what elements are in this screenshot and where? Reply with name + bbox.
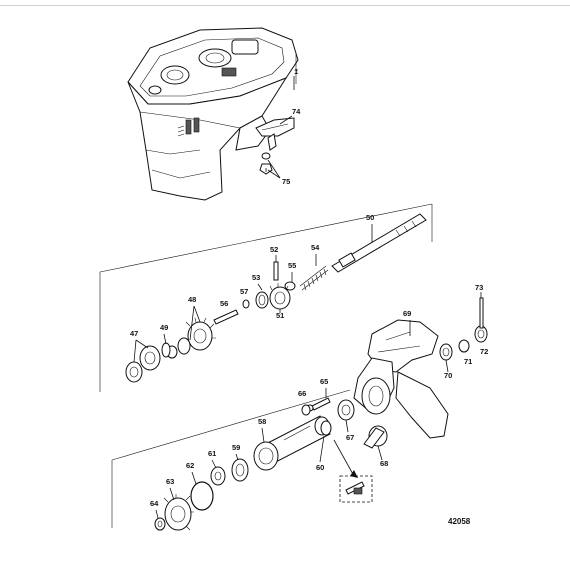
carrier-o-ring [190,481,214,511]
propeller [353,319,449,439]
reverse-bearing [210,466,226,486]
label-55: 55 [288,261,296,270]
label-61: 61 [208,449,216,458]
gear-housing [127,27,299,201]
cam-follower [213,309,239,325]
label-68: 68 [380,459,388,468]
label-65: 65 [320,377,328,386]
label-48: 48 [188,295,196,304]
prop-spacer [439,343,453,361]
label-49: 49 [160,323,168,332]
forward-gear [166,317,216,359]
shift-spring [299,265,329,291]
label-51: 51 [276,311,284,320]
detail-inset [333,439,373,503]
thrust-washer [242,299,250,309]
gear-washer [154,517,166,531]
label-73: 73 [475,283,483,292]
label-53: 53 [252,273,260,282]
figure-number: 42058 [448,517,471,526]
top-divider [0,5,570,6]
carrier-washer [301,404,311,416]
label-60: 60 [316,463,324,472]
label-62: 62 [186,461,194,470]
label-72: 72 [480,347,488,356]
retaining-ring [255,291,269,309]
label-58: 58 [258,417,266,426]
label-70: 70 [444,371,452,380]
needle-bearing [231,458,249,482]
oil-seal [337,399,355,421]
label-1: 1 [294,67,298,76]
label-56: 56 [220,299,228,308]
shim-ring [161,342,171,358]
thrust-hub [363,425,388,449]
label-64: 64 [150,499,159,508]
label-52: 52 [270,245,278,254]
reverse-gear [163,494,194,531]
label-66: 66 [298,389,306,398]
o-ring [320,420,332,436]
trim-tab [255,117,295,151]
bearing-carrier-frame [111,389,351,528]
tab-washer [458,339,470,353]
label-75: 75 [282,177,290,186]
cross-pin [273,261,279,281]
label-57: 57 [240,287,248,296]
label-71: 71 [464,357,472,366]
label-74: 74 [292,107,301,116]
label-69: 69 [403,309,411,318]
cotter-pin [479,297,484,329]
trim-tab-screw [259,152,273,175]
label-67: 67 [346,433,354,442]
label-50: 50 [366,213,374,222]
label-47: 47 [130,329,138,338]
carrier-bolt [306,397,331,412]
propeller-shaft [331,213,427,273]
label-59: 59 [232,443,240,452]
label-63: 63 [166,477,174,486]
label-54: 54 [311,243,320,252]
detent-pin [284,281,296,291]
driveshaft-frame [99,203,433,392]
forward-bearing [125,345,161,383]
